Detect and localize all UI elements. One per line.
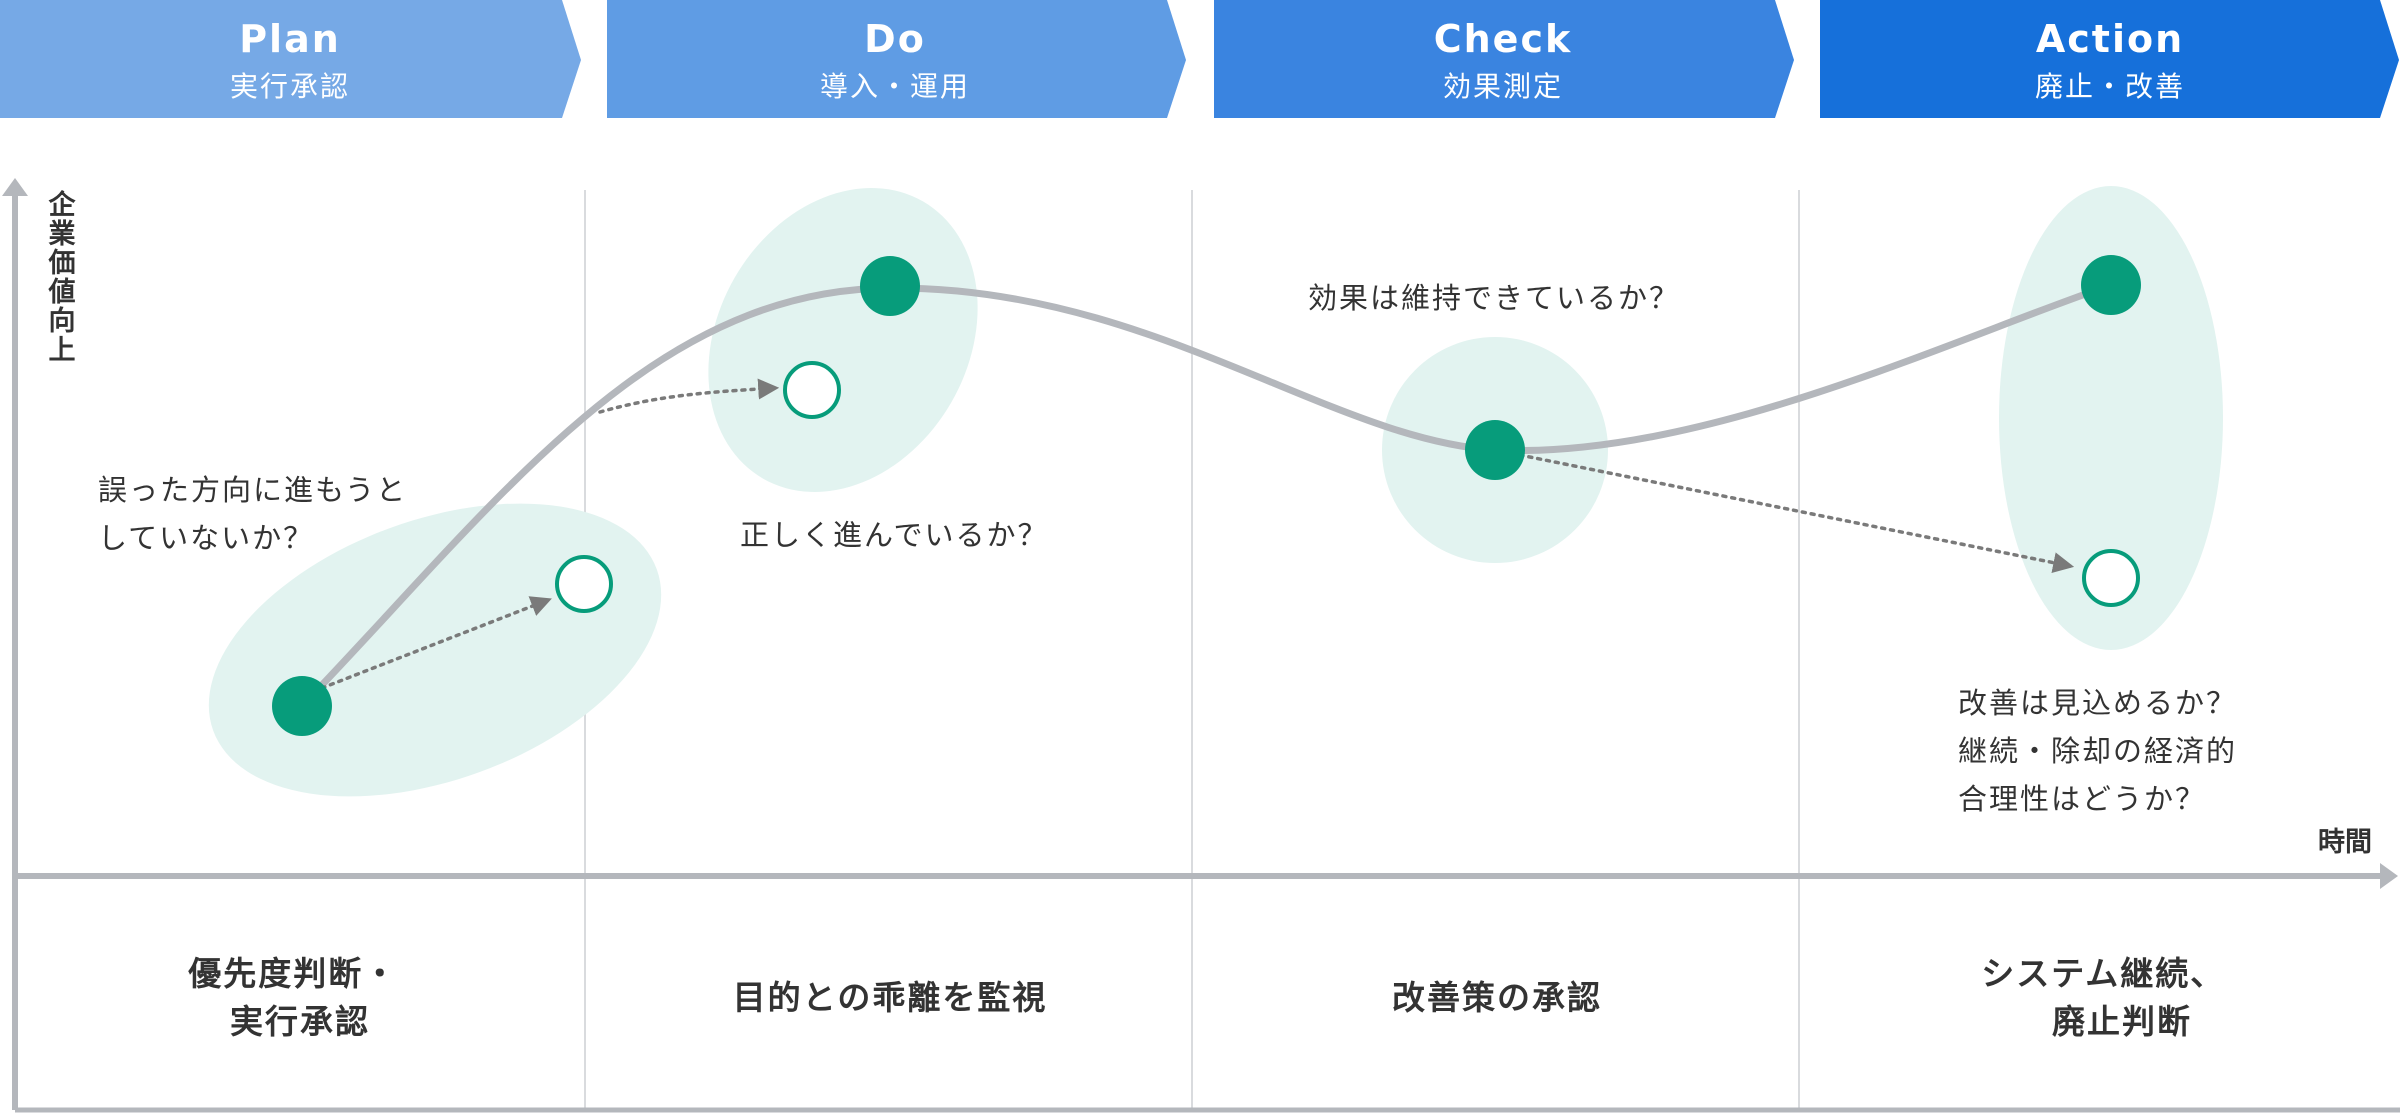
questions: 誤った方向に進もうと していないか？ 正しく進んでいるか？ 効果は維持できている… bbox=[98, 281, 2248, 816]
points bbox=[272, 255, 2141, 736]
phase-do-title: Do bbox=[864, 17, 926, 61]
phase-action-title: Action bbox=[2036, 17, 2184, 61]
y-axis-label: 企業価値向上 bbox=[48, 189, 77, 366]
phase-check-title: Check bbox=[1434, 17, 1573, 61]
action-deviation-arrow bbox=[1518, 453, 2075, 573]
deviation-arrows bbox=[320, 378, 2075, 690]
phase-do: Do 導入・運用 bbox=[607, 0, 1186, 118]
phase-action-subtitle: 廃止・改善 bbox=[2035, 70, 2185, 103]
plan-actual-point bbox=[272, 676, 332, 736]
question-check: 効果は維持できているか？ bbox=[1308, 281, 1680, 315]
summaries: 優先度判断・ 実行承認 目的との乖離を監視 改善策の承認 システム継続、 廃止判… bbox=[187, 954, 2239, 1041]
do-deviation-arrow bbox=[598, 378, 780, 414]
phase-check-chevron bbox=[1214, 0, 1794, 118]
phase-plan-title: Plan bbox=[239, 17, 341, 61]
plan-deviation-arrow bbox=[320, 596, 552, 690]
summary-check: 改善策の承認 bbox=[1392, 978, 1602, 1017]
question-plan: 誤った方向に進もうと していないか？ bbox=[98, 473, 418, 555]
phase-plan-chevron bbox=[0, 0, 581, 118]
phase-plan-subtitle: 実行承認 bbox=[230, 70, 350, 103]
phase-do-subtitle: 導入・運用 bbox=[820, 70, 970, 103]
plan-target-point bbox=[555, 555, 613, 613]
summary-action: システム継続、 廃止判断 bbox=[1981, 954, 2239, 1041]
phase-check-subtitle: 効果測定 bbox=[1443, 70, 1563, 103]
value-curve bbox=[298, 281, 2115, 710]
phase-header: Plan 実行承認 Do 導入・運用 Check 効果測定 Action 廃止・… bbox=[0, 0, 2399, 118]
phase-check: Check 効果測定 bbox=[1214, 0, 1794, 118]
phase-action: Action 廃止・改善 bbox=[1820, 0, 2399, 118]
x-axis-arrowhead bbox=[2380, 863, 2398, 889]
do-target-point bbox=[783, 361, 841, 419]
check-actual-point bbox=[1465, 420, 1525, 480]
summary-do: 目的との乖離を監視 bbox=[733, 978, 1048, 1017]
y-axis-arrowhead bbox=[2, 178, 28, 196]
do-actual-point bbox=[860, 256, 920, 316]
phase-plan: Plan 実行承認 bbox=[0, 0, 581, 118]
summary-plan: 優先度判断・ 実行承認 bbox=[187, 954, 412, 1041]
phase-action-chevron bbox=[1820, 0, 2399, 118]
axes: 企業価値向上 時間 bbox=[2, 178, 2400, 1113]
halo-plan bbox=[208, 503, 662, 797]
action-actual-point bbox=[2081, 255, 2141, 315]
x-axis-label: 時間 bbox=[2318, 827, 2372, 858]
halo-do bbox=[708, 187, 978, 493]
phase-do-chevron bbox=[607, 0, 1186, 118]
action-target-point bbox=[2082, 549, 2140, 607]
halos bbox=[208, 186, 2223, 797]
question-action: 改善は見込めるか？ 継続・除却の経済的 合理性はどうか？ bbox=[1958, 686, 2248, 816]
question-do: 正しく進んでいるか？ bbox=[740, 518, 1049, 552]
